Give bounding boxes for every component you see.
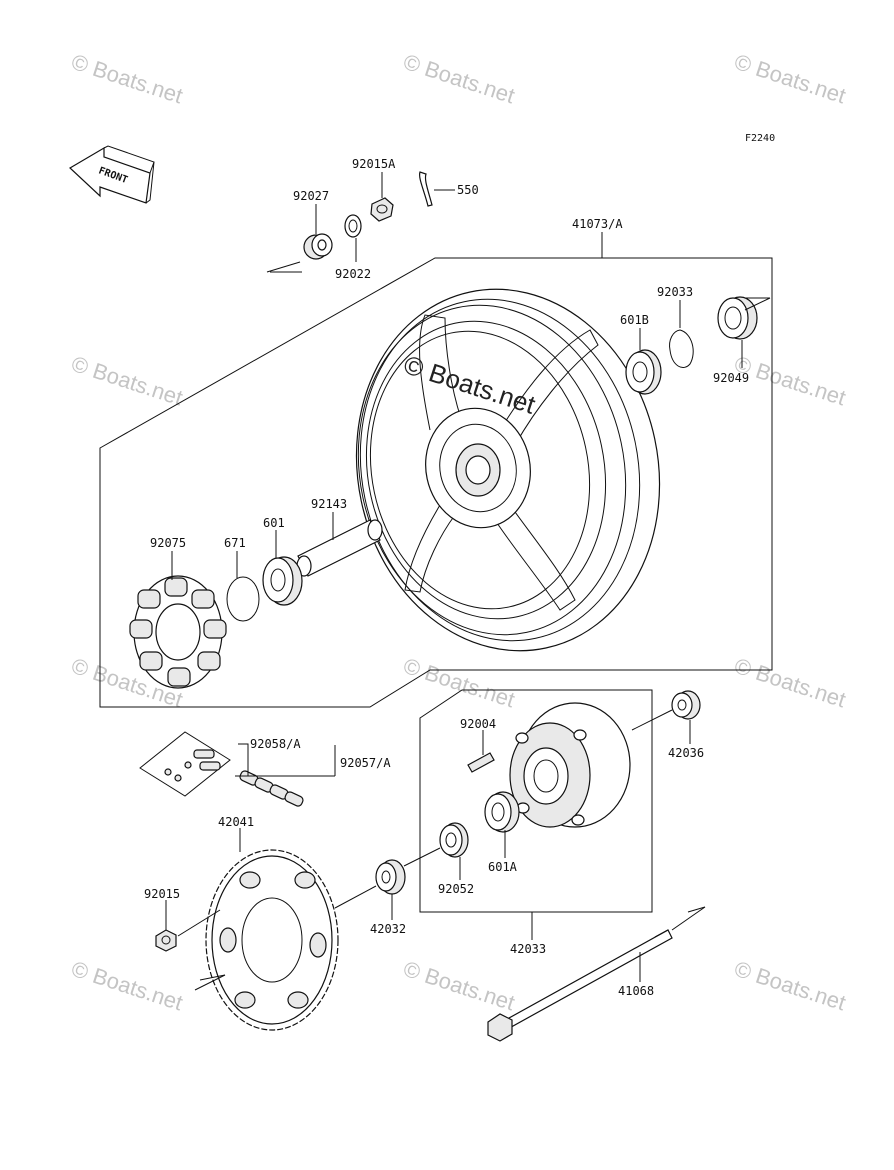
label-41068: 41068 bbox=[618, 984, 654, 998]
part-92015A bbox=[370, 197, 394, 222]
watermark: © Boats.net bbox=[68, 351, 185, 410]
label-601A: 601A bbox=[488, 860, 518, 874]
part-550 bbox=[419, 171, 433, 207]
watermark: © Boats.net bbox=[731, 49, 848, 108]
part-42036 bbox=[671, 690, 701, 720]
label-92058A: 92058/A bbox=[250, 737, 301, 751]
label-42033: 42033 bbox=[510, 942, 546, 956]
part-92022 bbox=[344, 214, 362, 238]
part-92075 bbox=[129, 575, 227, 689]
watermark: © Boats.net bbox=[400, 653, 517, 712]
label-92052: 92052 bbox=[438, 882, 474, 896]
label-42041: 42041 bbox=[218, 815, 254, 829]
part-92143 bbox=[296, 519, 383, 577]
label-42036: 42036 bbox=[668, 746, 704, 760]
label-92015A: 92015A bbox=[352, 157, 396, 171]
watermark: © Boats.net bbox=[68, 49, 185, 108]
part-92033 bbox=[669, 329, 694, 368]
label-92027: 92027 bbox=[293, 189, 329, 203]
label-41073A: 41073/A bbox=[572, 217, 623, 231]
front-arrow-icon: FRONT bbox=[69, 145, 155, 204]
wheel-assembly-outline bbox=[99, 257, 773, 708]
part-92058A bbox=[139, 731, 231, 797]
label-601: 601 bbox=[263, 516, 285, 530]
label-92004: 92004 bbox=[460, 717, 496, 731]
coupling-assembly-outline bbox=[419, 689, 653, 913]
part-601 bbox=[262, 556, 303, 606]
label-42032: 42032 bbox=[370, 922, 406, 936]
part-41068-axle bbox=[487, 929, 673, 1042]
label-92022: 92022 bbox=[335, 267, 371, 281]
label-92143: 92143 bbox=[311, 497, 347, 511]
part-92015 bbox=[155, 929, 177, 952]
watermark: © Boats.net bbox=[731, 653, 848, 712]
label-92015: 92015 bbox=[144, 887, 180, 901]
label-92057A: 92057/A bbox=[340, 756, 391, 770]
watermark: © Boats.net bbox=[400, 49, 517, 108]
part-92027 bbox=[303, 233, 333, 260]
label-92075: 92075 bbox=[150, 536, 186, 550]
diagram-code: F2240 bbox=[745, 133, 775, 144]
part-42041-sprocket bbox=[205, 849, 339, 1031]
watermark: © Boats.net bbox=[68, 956, 185, 1015]
label-671: 671 bbox=[224, 536, 246, 550]
label-92033: 92033 bbox=[657, 285, 693, 299]
part-42032 bbox=[375, 859, 406, 895]
label-550: 550 bbox=[457, 183, 479, 197]
part-601B bbox=[625, 349, 662, 395]
watermark: © Boats.net bbox=[731, 956, 848, 1015]
label-601B: 601B bbox=[620, 313, 649, 327]
label-92049: 92049 bbox=[713, 371, 749, 385]
part-42033-coupling bbox=[509, 702, 631, 828]
part-92004 bbox=[467, 752, 495, 773]
rear-wheel bbox=[355, 288, 661, 652]
part-92052 bbox=[439, 822, 469, 858]
part-92049 bbox=[717, 296, 758, 340]
watermark: © Boats.net bbox=[400, 956, 517, 1015]
part-92057A bbox=[239, 770, 304, 807]
part-671 bbox=[226, 576, 260, 622]
part-601A bbox=[484, 791, 520, 833]
